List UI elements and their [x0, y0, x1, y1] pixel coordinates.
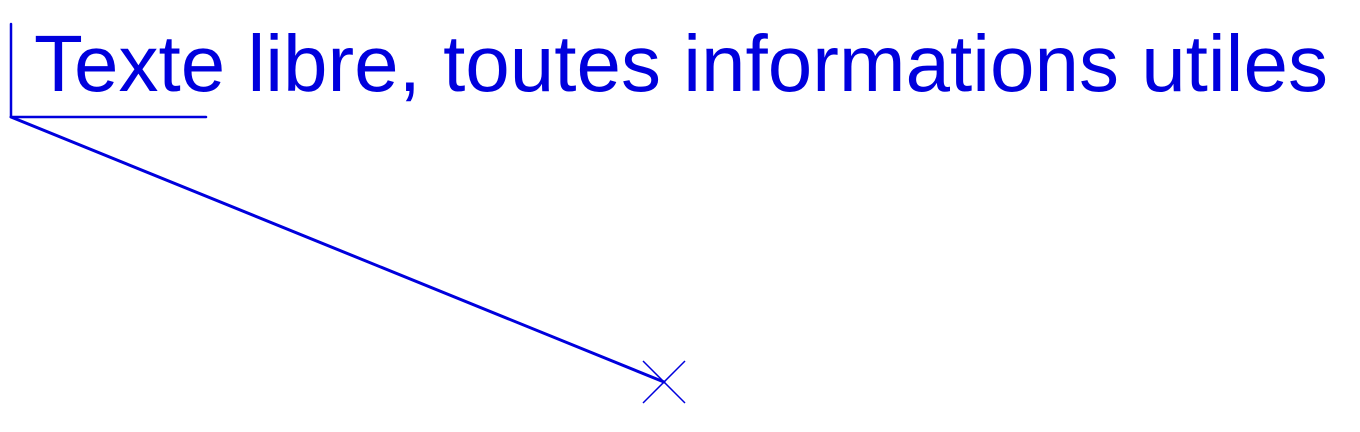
leader-line[interactable] — [9, 115, 666, 384]
annotation-text[interactable]: Texte libre, toutes informations utiles — [34, 19, 1328, 108]
cross-marker-icon[interactable] — [642, 360, 686, 404]
